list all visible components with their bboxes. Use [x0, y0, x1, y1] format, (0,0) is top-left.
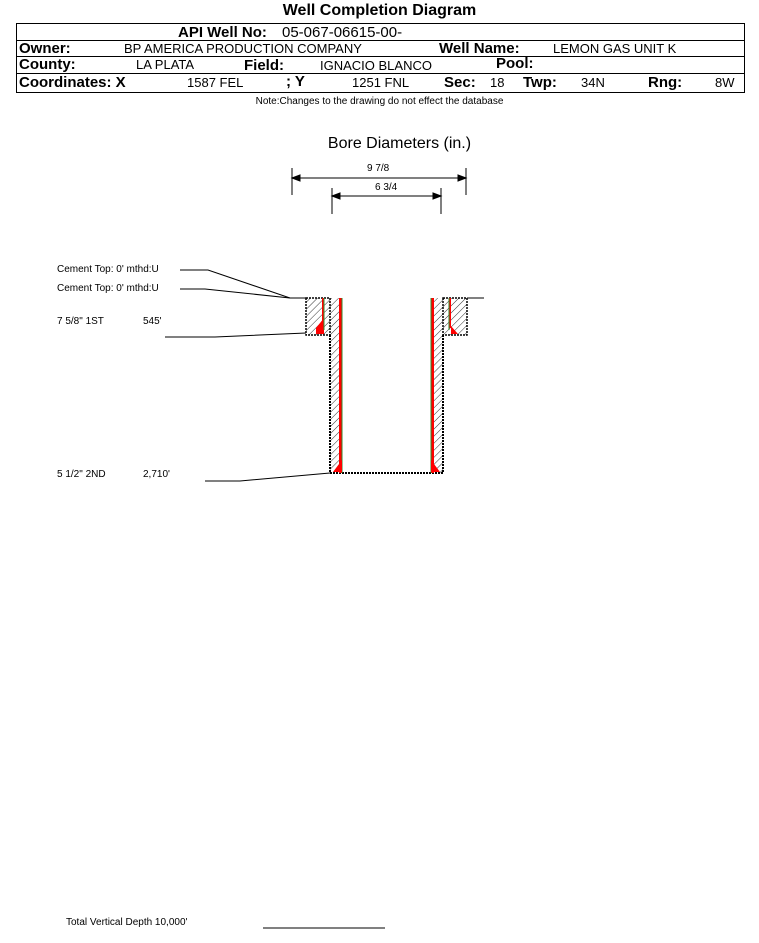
leader-lines [165, 269, 484, 929]
coord-x-value: 1587 FEL [187, 75, 244, 90]
production-casing [329, 298, 444, 474]
bore-dimension-lines [290, 168, 468, 214]
field-label: Field: [244, 57, 284, 74]
well-name-value: LEMON GAS UNIT K [553, 41, 677, 56]
county-label: County: [19, 56, 76, 73]
coord-y-value: 1251 FNL [352, 75, 410, 90]
casing-2-name: 5 1/2" 2ND [57, 469, 106, 480]
bore-diameter-1: 9 7/8 [367, 163, 390, 174]
twp-label: Twp: [523, 74, 557, 91]
rng-label: Rng: [648, 74, 683, 91]
county-value: LA PLATA [136, 57, 195, 72]
owner-value: BP AMERICA PRODUCTION COMPANY [124, 41, 362, 56]
api-label: API Well No: [178, 24, 267, 41]
api-value: 05-067-06615-00- [282, 24, 403, 41]
coord-x-label: Coordinates: X [19, 74, 126, 91]
sec-value: 18 [490, 75, 505, 90]
cement-top-2: Cement Top: 0' mthd:U [57, 283, 159, 294]
casing-1-depth: 545' [143, 316, 162, 327]
surface-casing [305, 297, 468, 336]
total-vertical-depth: Total Vertical Depth 10,000' [66, 917, 188, 928]
coord-y-label: ; Y [286, 73, 305, 90]
rng-value: 8W [715, 75, 735, 90]
casing-1-name: 7 5/8" 1ST [57, 316, 104, 327]
field-value: IGNACIO BLANCO [320, 58, 432, 73]
casing-2-depth: 2,710' [143, 469, 170, 480]
owner-label: Owner: [19, 40, 71, 57]
note: Note:Changes to the drawing do not effec… [255, 96, 504, 107]
header-table [16, 23, 745, 93]
pool-label: Pool: [496, 55, 534, 72]
cement-top-1: Cement Top: 0' mthd:U [57, 264, 159, 275]
sec-label: Sec: [444, 74, 476, 91]
well-name-label: Well Name: [439, 40, 520, 57]
page-title: Well Completion Diagram [282, 2, 477, 19]
bore-diameter-2: 6 3/4 [375, 182, 398, 193]
bore-title: Bore Diameters (in.) [327, 135, 472, 152]
twp-value: 34N [581, 75, 605, 90]
